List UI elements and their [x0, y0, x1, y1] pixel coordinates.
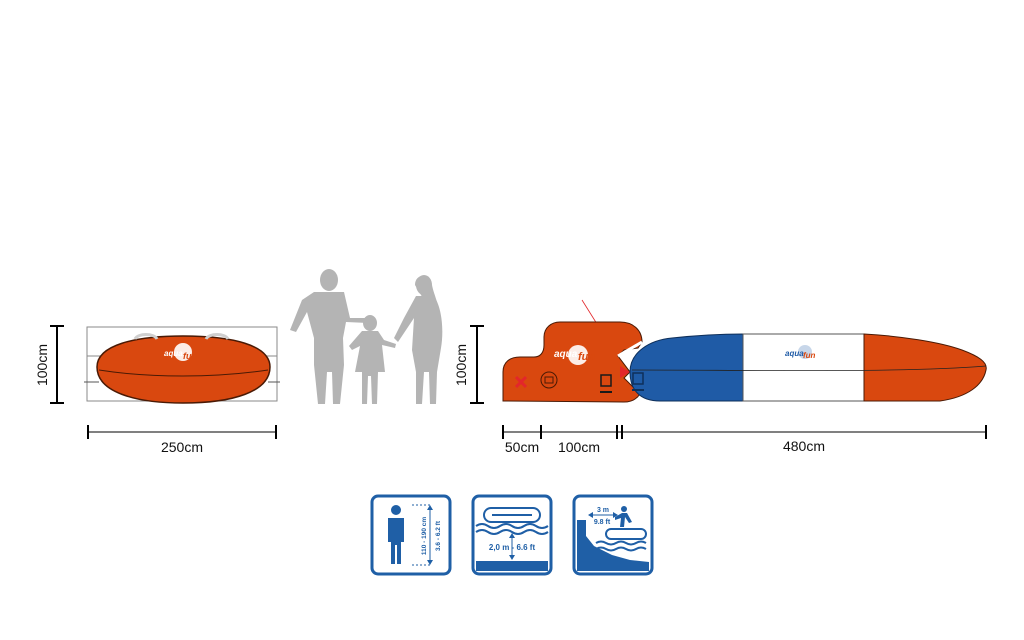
logo-text-aqua: aqua — [164, 349, 183, 358]
tube-blue-section — [629, 333, 744, 402]
handle-icon — [204, 333, 230, 340]
side-height-dimension: 100cm — [34, 325, 64, 404]
logo-text-fun: fun — [578, 351, 595, 363]
aquafun-logo: aqua fun — [785, 345, 816, 360]
jump-distance-icon: 3 m 9.8 ft — [572, 494, 654, 576]
segment-50-label: 50cm — [505, 439, 539, 455]
long-view-product: aqua fun aqua fun — [502, 299, 987, 403]
handle-icon — [133, 333, 159, 340]
side-length-label: 250cm — [161, 439, 203, 455]
connector-icon — [632, 372, 644, 391]
water-depth-icon: 2,0 m - 6.6 ft — [471, 494, 553, 576]
long-height-dimension: 100cm — [453, 325, 484, 404]
connection-arrow-icon — [620, 366, 630, 378]
logo-text-fun: fun — [183, 351, 197, 361]
long-height-label: 100cm — [453, 344, 469, 386]
height-range-ft: 3.6 - 6.2 ft — [435, 520, 442, 551]
long-length-dimensions: 50cm 100cm 480cm — [502, 425, 987, 455]
side-view-orange-body — [96, 335, 271, 404]
aquafun-logo: aqua fun — [554, 345, 595, 365]
adult-man-silhouette — [290, 269, 368, 404]
height-range-cm: 110 - 190 cm — [421, 517, 428, 556]
aquafun-logo: aqua fun — [164, 343, 197, 361]
side-view-seam — [98, 369, 269, 377]
jump-distance-ft: 9.8 ft — [594, 519, 611, 526]
valve-icon — [540, 371, 558, 389]
side-height-label: 100cm — [34, 344, 50, 386]
logo-text-fun: fun — [803, 351, 816, 360]
side-length-dimension: 250cm — [87, 425, 277, 455]
jump-distance-m: 3 m — [597, 507, 609, 514]
side-view-product: aqua fun — [84, 326, 280, 404]
connector-icon — [600, 374, 612, 393]
person-height-icon: 110 - 190 cm 3.6 - 6.2 ft — [370, 494, 452, 576]
tube-white-section — [742, 333, 865, 402]
tube-orange-nose — [863, 333, 987, 402]
logo-text-aqua: aqua — [785, 349, 804, 358]
close-x-icon — [514, 375, 528, 389]
segment-480-label: 480cm — [783, 438, 825, 454]
water-depth-text: 2,0 m - 6.6 ft — [489, 543, 536, 552]
family-silhouettes — [290, 269, 443, 404]
segment-100-label: 100cm — [558, 439, 600, 455]
tube-seam — [631, 365, 987, 372]
platform-notch-highlight — [617, 340, 643, 358]
child-silhouette — [349, 315, 396, 404]
adult-woman-silhouette — [394, 275, 443, 404]
logo-text-aqua: aqua — [554, 349, 578, 360]
